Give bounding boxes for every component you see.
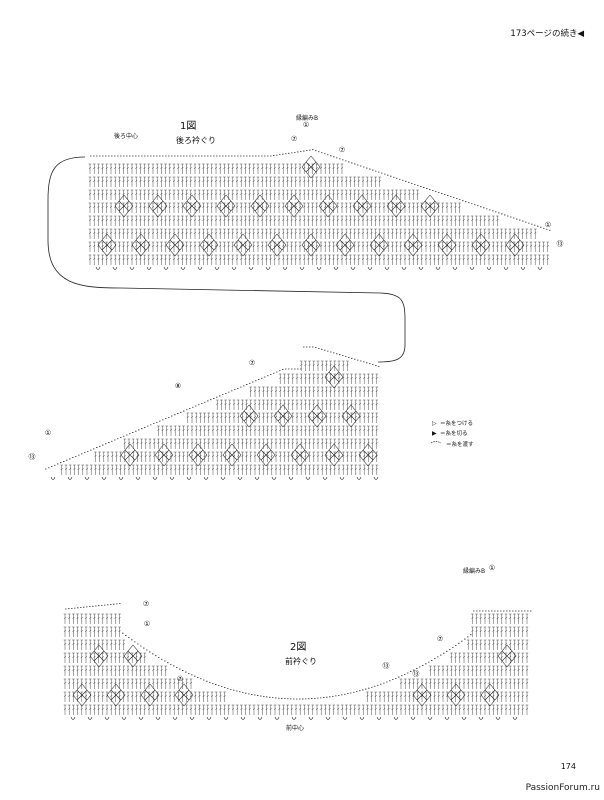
- step-marker: ⑦: [291, 135, 297, 143]
- legend-cut-label: ＝糸を切る: [440, 429, 468, 437]
- legend-pass-label: ＝糸を渡す: [446, 440, 474, 448]
- step-marker: ⑦: [339, 146, 345, 154]
- step-marker: ⑦: [143, 600, 149, 608]
- figure2-title: 2図: [290, 641, 306, 653]
- yarn-pass-curve: [47, 156, 406, 363]
- continued-from-label: 173ページの続き◀: [510, 29, 584, 39]
- chart-front-neckline-lower: [45, 346, 380, 480]
- step-marker: ①: [144, 620, 150, 628]
- step-marker: ①: [489, 564, 495, 572]
- legend-attach-label: ＝糸をつける: [440, 419, 473, 427]
- step-marker: ①: [545, 221, 551, 229]
- chart-back-neckline: [88, 149, 551, 270]
- front-center-label: 前中心: [286, 724, 304, 732]
- step-marker: ⑬: [413, 670, 420, 678]
- step-marker: ⑬: [557, 240, 564, 248]
- page-number: 174: [560, 762, 576, 771]
- step-marker: ⑦: [177, 675, 183, 683]
- step-marker: ⑦: [437, 635, 443, 643]
- step-marker: ①: [303, 121, 309, 129]
- legend-cut-symbol: ▶: [432, 430, 437, 437]
- figure1-title: 1図: [180, 120, 196, 132]
- back-center-label: 後ろ中心: [114, 132, 138, 140]
- step-marker: ①: [45, 429, 51, 437]
- watermark: PassionForum.ru: [525, 783, 600, 793]
- legend-pass-glyph: [430, 441, 442, 444]
- figure2-border-label: 縁編みB: [463, 567, 485, 575]
- step-marker: ⑬: [383, 662, 390, 670]
- legend-attach-symbol: ▷: [432, 420, 437, 427]
- figure1-subtitle: 後ろ衿ぐり: [176, 135, 216, 145]
- figure2-subtitle: 前衿ぐり: [285, 656, 317, 666]
- figure1-border-label: 縁編みB: [296, 114, 318, 122]
- legend: ▷ ＝糸をつける ▶ ＝糸を切る ＝糸を渡す: [430, 419, 474, 448]
- step-marker: ⑬: [29, 453, 36, 461]
- step-marker: ⑦: [249, 359, 255, 367]
- step-marker: ⑧: [175, 382, 181, 390]
- chart-front-neckline: [63, 603, 532, 720]
